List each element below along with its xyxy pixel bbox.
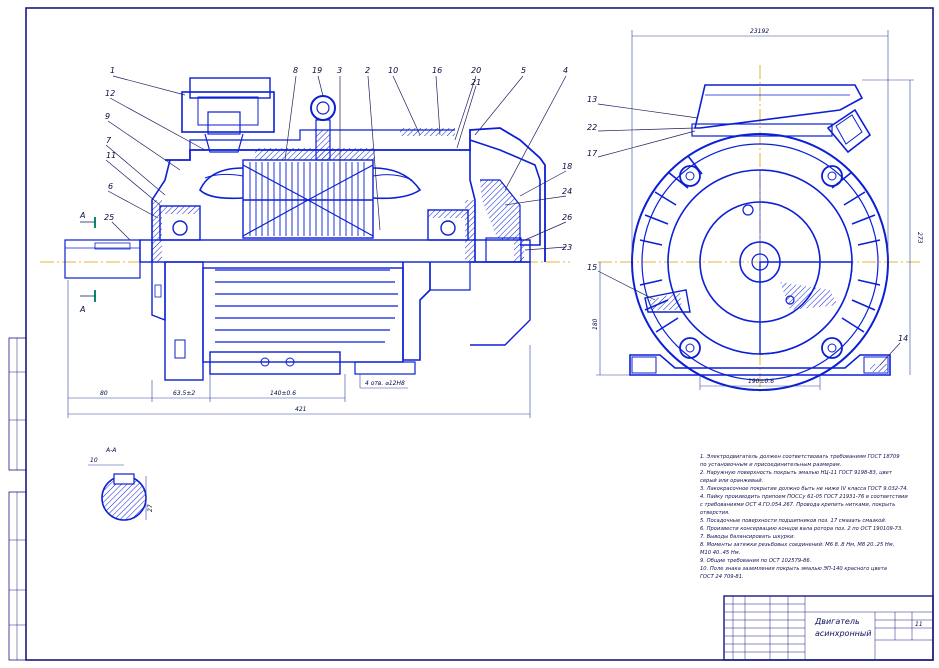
callout-26: 26 — [562, 213, 572, 222]
note-line-2: 2. Наружную поверхность покрыть эмалью Н… — [700, 470, 893, 476]
note-line-9: 6. Произвести консервацию концов вала ро… — [700, 526, 903, 532]
note-line-8: 5. Посадочные поверхности подшипников по… — [700, 518, 886, 524]
callout-16: 16 — [432, 66, 442, 75]
note-line-4: 3. Лакокрасочное покрытие должно быть не… — [700, 486, 908, 492]
end-callouts: 13 22 17 15 14 — [587, 95, 908, 366]
title-line-2: асинхронный — [815, 629, 871, 638]
callout-24: 24 — [562, 187, 572, 196]
callout-8: 8 — [293, 66, 298, 75]
callout-17: 17 — [587, 149, 598, 158]
callout-3: 3 — [337, 66, 342, 75]
callout-10: 10 — [388, 66, 398, 75]
dim-key-depth: 27 — [147, 504, 154, 512]
note-line-11: 8. Моменты затяжки резьбовых соединений:… — [700, 542, 894, 548]
callout-13: 13 — [587, 95, 597, 104]
technical-requirements: 1. Электродвигатель должен соответствова… — [700, 454, 908, 580]
section-a-a: А-А 10 27 — [88, 447, 154, 521]
note-line-1: по установочным и присоединительным разм… — [700, 462, 841, 468]
section-mark-bottom: A — [79, 305, 85, 314]
note-line-15: ГОСТ 24 709-81. — [700, 574, 744, 580]
note-line-5: 4. Пайку производить припоем ПОССу 61-05… — [700, 494, 908, 500]
dim-holes: 4 отв. ⌀12H8 — [365, 380, 405, 387]
callout-25: 25 — [104, 213, 114, 222]
callout-2: 2 — [365, 66, 370, 75]
callout-18: 18 — [562, 162, 572, 171]
callout-9: 9 — [105, 112, 110, 121]
side-callouts: 1 12 9 7 11 6 25 8 19 3 2 10 16 20 21 5 … — [79, 66, 572, 314]
title-line-1: Двигатель — [814, 617, 860, 626]
dim-23192: 23192 — [750, 28, 769, 35]
dim-80: 80 — [100, 390, 108, 397]
note-line-10: 7. Выводы балансировать шкурки. — [700, 534, 795, 540]
callout-6: 6 — [108, 182, 113, 191]
callout-22: 22 — [587, 123, 597, 132]
section-mark-top: A — [79, 211, 85, 220]
dim-273: 273 — [916, 232, 923, 244]
dim-140: 140±0.6 — [270, 390, 296, 397]
sheet-number: 11 — [915, 621, 923, 628]
callout-7: 7 — [106, 136, 112, 145]
callout-12: 12 — [105, 89, 115, 98]
note-line-7: отверстия. — [700, 510, 730, 516]
dim-190: 190±0.6 — [748, 378, 774, 385]
note-line-0: 1. Электродвигатель должен соответствова… — [700, 454, 900, 460]
callout-5: 5 — [521, 66, 526, 75]
title-block: Двигатель асинхронный 11 — [723, 595, 934, 661]
section-title: А-А — [105, 447, 116, 454]
callout-15: 15 — [587, 263, 597, 272]
dim-key-width: 10 — [90, 457, 98, 464]
callout-23: 23 — [562, 243, 572, 252]
callout-14: 14 — [898, 334, 908, 343]
note-line-13: 9. Общие требования по ОСТ 102579-86. — [700, 558, 811, 564]
callout-21: 21 — [471, 78, 481, 87]
dim-63-5: 63.5±2 — [173, 390, 195, 397]
end-dimensions: 23192 273 180 190±0.6 — [592, 28, 923, 390]
end-view — [629, 84, 891, 391]
callout-1: 1 — [110, 66, 115, 75]
dim-180: 180 — [592, 318, 599, 330]
callout-19: 19 — [312, 66, 322, 75]
dim-421: 421 — [295, 406, 306, 413]
callout-4: 4 — [563, 66, 568, 75]
note-line-14: 10. Поле знака заземления покрыть эмалью… — [700, 566, 887, 572]
note-line-12: М10 40..45 Нм. — [700, 550, 740, 556]
callout-20: 20 — [471, 66, 481, 75]
note-line-6: с требованиями ОСТ 4.ГО.054.267. Провода… — [700, 502, 895, 508]
side-dimensions: 80 63.5±2 140±0.6 421 4 отв. ⌀12H8 — [67, 280, 531, 418]
drawing-frame — [8, 7, 934, 661]
side-view — [64, 77, 546, 381]
note-line-3: серый или оранжевый. — [700, 478, 763, 484]
callout-11: 11 — [106, 151, 116, 160]
